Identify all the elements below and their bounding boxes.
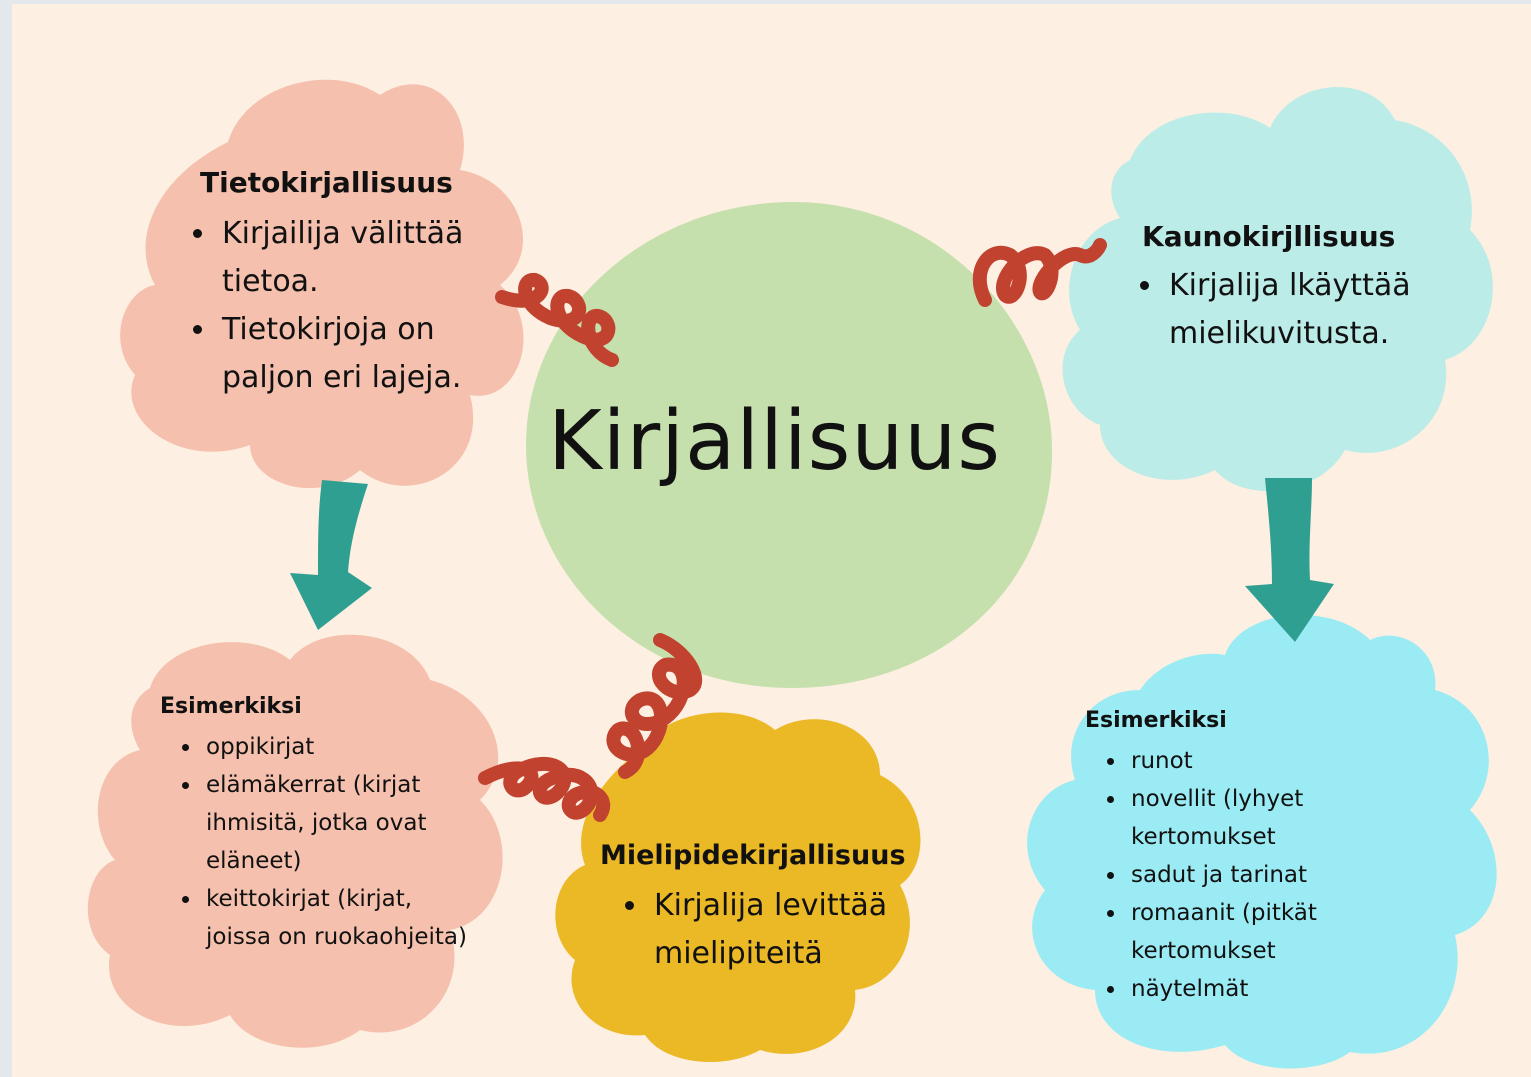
- list-kaunokirjallisuus: Kirjalija lkäyttää mielikuvitusta.: [1133, 262, 1465, 358]
- squiggle-connectors: [478, 238, 1107, 822]
- list-item: Kirjalija levittää mielipiteitä: [650, 882, 940, 978]
- heading-mielipidekirjallisuus: Mielipidekirjallisuus: [600, 840, 906, 871]
- list-item: Tietokirjoja on paljon eri lajeja.: [218, 306, 518, 402]
- center-circle: [526, 201, 1053, 689]
- heading-tieto-examples: Esimerkiksi: [160, 694, 302, 719]
- cloud-kaunokirjallisuus: [1062, 86, 1493, 492]
- heading-kauno-examples: Esimerkiksi: [1085, 708, 1227, 733]
- cloud-tietokirjallisuus: [120, 79, 524, 489]
- central-title: Kirjallisuus: [548, 394, 1002, 489]
- list-item: keittokirjat (kirjat, joissa on ruokaohj…: [202, 880, 472, 956]
- list-item: romaanit (pitkät kertomukset: [1127, 894, 1372, 970]
- heading-kaunokirjallisuus: Kaunokirjllisuus: [1142, 220, 1396, 253]
- list-item: näytelmät: [1127, 970, 1372, 1008]
- arrow-down-left: [290, 480, 372, 630]
- arrow-down-right: [1245, 478, 1334, 642]
- list-item: runot: [1127, 742, 1372, 780]
- cloud-tieto-examples: [87, 634, 503, 1048]
- heading-tietokirjallisuus: Tietokirjallisuus: [200, 166, 453, 199]
- list-item: sadut ja tarinat: [1127, 856, 1372, 894]
- list-item: oppikirjat: [202, 728, 472, 766]
- list-item: Kirjalija lkäyttää mielikuvitusta.: [1165, 262, 1465, 358]
- list-item: elämäkerrat (kirjat ihmisitä, jotka ovat…: [202, 766, 472, 880]
- list-kauno-examples: runot novellit (lyhyet kertomukset sadut…: [1101, 742, 1372, 1008]
- list-item: novellit (lyhyet kertomukset: [1127, 780, 1372, 856]
- cloud-mielipidekirjallisuus: [555, 712, 921, 1062]
- list-item: Kirjailija välittää tietoa.: [218, 210, 518, 306]
- list-mielipidekirjallisuus: Kirjalija levittää mielipiteitä: [618, 882, 940, 978]
- cloud-kauno-examples: [1027, 614, 1497, 1069]
- list-tietokirjallisuus: Kirjailija välittää tietoa. Tietokirjoja…: [186, 210, 518, 402]
- list-tieto-examples: oppikirjat elämäkerrat (kirjat ihmisitä,…: [176, 728, 472, 956]
